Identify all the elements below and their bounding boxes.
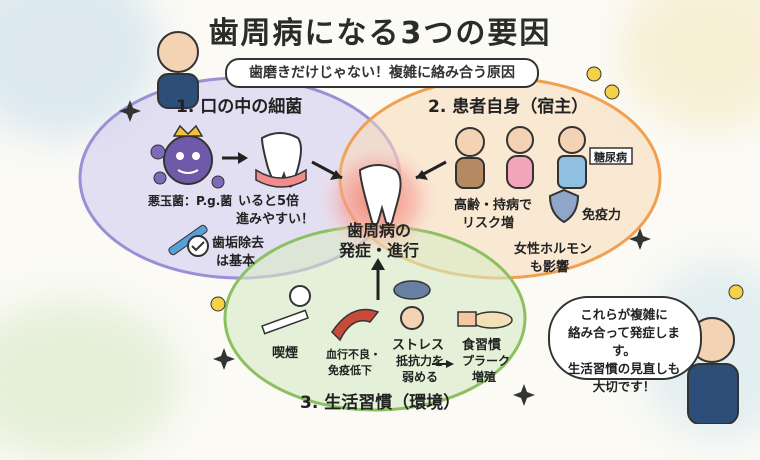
multiplier-line1: いると5倍 [238,194,300,209]
age-line2: リスク増 [462,216,515,231]
multiplier-line2: 進みやすい！ [236,212,315,227]
woman-icon [506,126,534,154]
hormone-line2: も影響 [530,260,570,275]
speech-line2: 絡み合って発症します。 [568,325,680,358]
immunity-label: 免疫力 [582,208,622,223]
sparkle-icon [213,348,235,370]
stressed-person-icon [400,306,424,330]
doctor-top-left-icon [157,31,199,73]
cigarette-icon [261,309,309,335]
speech-line3: 生活習慣の見直しも [567,361,681,376]
sparkle-icon [629,228,651,250]
speech-line4: 大切です！ [592,379,656,394]
diet-line1: 食習慣 [462,338,502,353]
page-title: 歯周病になる3つの要因 [208,16,552,51]
arrow-head-bacteria [330,170,342,180]
smoking-label: 喫煙 [272,346,299,361]
subtitle-banner: 歯磨きだけじゃない！複雑に絡み合う原因 [225,58,539,88]
check-icon [187,235,209,257]
center-line2: 発症・進行 [338,241,419,260]
blood-line1: 血行不良・ [326,348,381,361]
bad-bacteria-icon [163,135,213,185]
arrow-head-host [416,170,428,180]
diet-line2: プラーク [462,354,511,368]
host-circle-title: 2. 患者自身（宿主） [428,97,589,117]
blood-vessel-icon [331,308,380,342]
food-icon [471,311,513,329]
diabetes-tag: 糖尿病 [594,151,627,164]
sparkle-icon [119,100,141,122]
hormone-line1: 女性ホルモン [514,242,593,257]
stress-line3: 弱める [402,370,439,384]
lifestyle-circle-title: 3. 生活習慣（環境） [300,393,461,413]
plaque-line1: 歯垢除去 [212,236,265,251]
center-line1: 歯周病の [346,221,411,240]
lightbulb-icon [586,66,602,82]
shield-icon [548,188,580,224]
diagram-canvas [78,31,744,424]
arrow-head-lifestyle [371,258,385,270]
lightbulb-icon [604,84,620,100]
speech-line1: これらが複雑に [580,307,668,322]
stress-line1: ストレス [392,338,445,353]
lightbulb-icon [210,296,226,312]
speech-bubble [548,296,702,380]
patient-icon [558,126,586,154]
center-tooth-icon [358,164,402,226]
skull-icon [289,285,311,307]
blood-line2: 免疫低下 [328,364,372,377]
elderly-icon [455,127,485,157]
raincloud-icon [393,280,431,300]
diet-line3: 増殖 [472,370,497,384]
stress-line2: 抵抗力を [396,354,445,368]
bacteria-circle-title: 1. 口の中の細菌 [176,97,303,117]
speech-text: これらが複雑に 絡み合って発症します。 生活習慣の見直しも 大切です！ [558,306,690,396]
lightbulb-icon [728,284,744,300]
age-line1: 高齢・持病で [454,198,533,213]
bad-bacteria-label: 悪玉菌：P.g.菌 [148,194,233,208]
plaque-line2: は基本 [216,254,256,269]
crown-icon [172,124,204,137]
sparkle-icon [513,384,535,406]
